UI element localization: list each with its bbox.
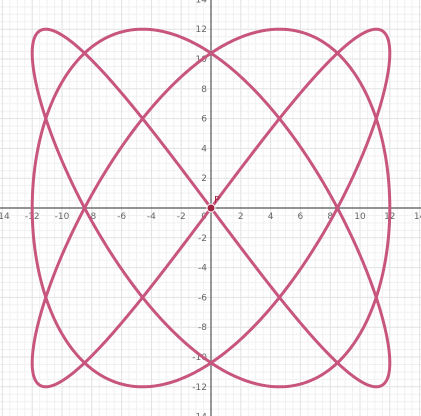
- y-tick-label: -4: [198, 264, 207, 274]
- x-tick-label: -4: [147, 212, 156, 222]
- y-tick-label: -14: [192, 413, 207, 416]
- point-p[interactable]: [206, 203, 216, 213]
- y-tick-label: -12: [192, 383, 207, 393]
- y-tick-label: -10: [192, 353, 207, 363]
- x-tick-label: 10: [354, 212, 366, 222]
- y-tick-label: 6: [201, 115, 207, 125]
- point-label: P: [214, 195, 220, 206]
- y-tick-label: 2: [201, 174, 207, 184]
- y-tick-label: -2: [198, 234, 207, 244]
- x-tick-label: 14: [414, 212, 421, 222]
- x-tick-label: 6: [298, 212, 304, 222]
- y-tick-label: 12: [196, 25, 207, 35]
- y-tick-label: 4: [201, 144, 207, 154]
- x-tick-label: -2: [177, 212, 186, 222]
- x-tick-label: -8: [87, 212, 96, 222]
- y-tick-label: 14: [196, 0, 208, 5]
- x-tick-label: -14: [0, 212, 10, 222]
- x-tick-label: -10: [55, 212, 70, 222]
- x-tick-label: 2: [238, 212, 244, 222]
- points[interactable]: P: [206, 195, 220, 213]
- x-tick-label: -6: [117, 212, 126, 222]
- y-tick-label: 8: [201, 85, 207, 95]
- x-tick-label: 4: [268, 212, 274, 222]
- y-tick-label: -8: [198, 323, 207, 333]
- x-tick-label: 8: [327, 212, 333, 222]
- y-tick-label: -6: [198, 293, 207, 303]
